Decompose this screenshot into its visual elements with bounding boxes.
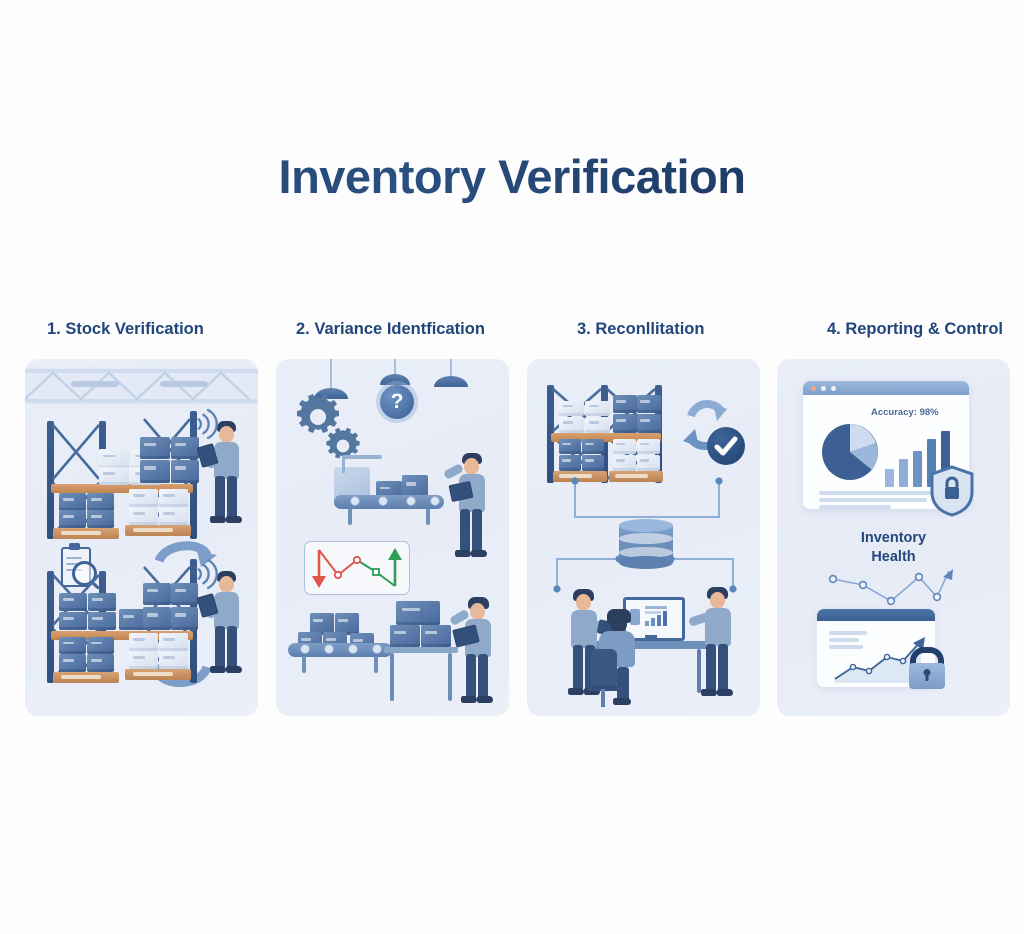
pendant-lamp-icon-3	[434, 359, 468, 387]
accuracy-label: Accuracy: 98%	[871, 407, 939, 418]
reconcile-connectors-bottom	[553, 555, 737, 593]
padlock-icon	[909, 647, 945, 689]
meeting-desk	[585, 641, 709, 649]
inventory-health-trend-chart	[834, 637, 925, 683]
wifi-scan-icon-upper	[197, 408, 218, 440]
team-member-standing-left	[565, 589, 618, 701]
pendant-lamp-icon-1	[314, 359, 348, 399]
worker-with-clipboard-lower	[449, 595, 500, 709]
column-heading-3: 3. Reconllitation	[577, 320, 705, 338]
panel-reporting-control: Accuracy: 98%	[777, 359, 1010, 716]
worker-with-tablet-lower	[196, 569, 247, 681]
worker-with-tablet-upper	[196, 419, 247, 531]
shield-lock-icon	[930, 465, 974, 517]
question-mark-icon: ?	[380, 385, 414, 419]
column-heading-4: 4. Reporting & Control	[827, 320, 1003, 338]
gear-icon-small	[326, 427, 360, 459]
panel-reconciliation	[527, 359, 760, 716]
clipboard-magnifier-icon	[61, 543, 97, 587]
health-scatter-trend-chart	[828, 569, 953, 606]
database-icon	[619, 519, 673, 569]
pie-chart-icon	[822, 424, 878, 480]
wifi-scan-icon-lower	[197, 558, 218, 590]
inventory-health-label: Inventory Health	[777, 529, 1010, 567]
conveyor-belt-lower	[288, 611, 392, 673]
column-stock-verification: 1. Stock Verification	[25, 320, 258, 716]
column-reconciliation: 3. Reconllitation	[527, 320, 760, 716]
column-heading-1: 1. Stock Verification	[47, 320, 204, 338]
variance-chart-card	[304, 541, 410, 595]
panel-stock-verification	[25, 359, 258, 716]
cycle-arrow-top-icon	[155, 541, 217, 567]
warehouse-rack-reconciliation	[547, 385, 667, 483]
team-member-seated	[587, 609, 651, 707]
process-columns: 1. Stock Verification	[0, 320, 1024, 740]
team-member-standing-right	[688, 587, 739, 703]
panel-variance-identification: ?	[276, 359, 509, 716]
card-header-bar	[817, 609, 935, 621]
health-label-line2: Health	[871, 549, 916, 565]
gear-icon-large	[297, 394, 339, 433]
page-title: Inventory Verification	[0, 149, 1024, 204]
conveyor-belt-upper	[334, 455, 444, 525]
variance-line-chart	[312, 548, 402, 588]
reconcile-connectors-top	[571, 477, 723, 518]
health-label-line1: Inventory	[860, 530, 927, 546]
inspection-table	[384, 601, 458, 703]
ceiling-truss-icon	[25, 367, 258, 405]
warehouse-rack-lower	[47, 559, 198, 683]
browser-title-bar	[803, 381, 969, 395]
column-reporting-control: 4. Reporting & Control Accuracy: 98%	[777, 320, 1010, 716]
worker-with-clipboard-upper	[442, 451, 492, 563]
warehouse-rack-upper	[47, 411, 199, 539]
check-circle-icon	[707, 427, 745, 465]
column-heading-2: 2. Variance Identfication	[296, 320, 485, 338]
column-variance-identification: 2. Variance Identfication ?	[276, 320, 509, 716]
pendant-lamp-icon-2	[380, 359, 410, 385]
